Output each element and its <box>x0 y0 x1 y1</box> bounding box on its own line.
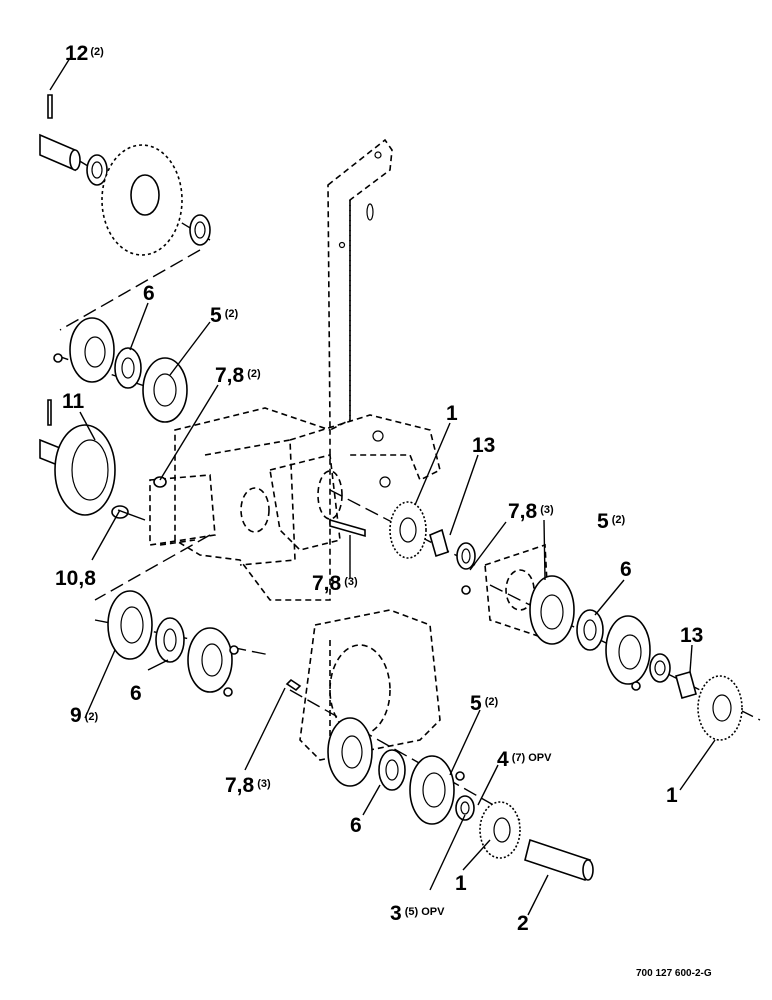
label-1-bottom: 1 <box>455 872 467 895</box>
label-6-left: 6 <box>130 682 142 705</box>
label-5-right: 5(2) <box>597 510 625 533</box>
label-2: 2 <box>517 912 529 935</box>
lower-housing <box>299 609 441 761</box>
label-7-8-mid: 7,8(3) <box>312 572 358 595</box>
upper-bearing-stack <box>53 317 188 423</box>
lower-bearing-stack <box>285 678 594 882</box>
lower-left-bearing-stack <box>94 590 271 697</box>
center-bevel-gear <box>329 489 476 595</box>
label-6-bottom: 6 <box>350 814 362 837</box>
gearbox-housing <box>149 407 441 601</box>
right-bearing-stack <box>489 575 761 741</box>
left-gear-assembly <box>39 399 167 521</box>
label-13-upper: 13 <box>472 434 495 457</box>
label-13-lower: 13 <box>680 624 703 647</box>
label-7-8-right: 7,8(3) <box>508 500 554 523</box>
label-1-upper: 1 <box>446 402 458 425</box>
label-11: 11 <box>62 390 85 413</box>
label-7-8-top: 7,8(2) <box>215 364 261 387</box>
drawing-number: 700 127 600-2-G <box>636 968 712 979</box>
label-5-top: 5(2) <box>210 304 238 327</box>
top-sprocket-assembly <box>39 94 211 256</box>
label-9: 9(2) <box>70 704 98 727</box>
leader-lines <box>49 57 716 916</box>
upright-mounting-plate <box>327 138 393 432</box>
label-10-8: 10,8 <box>55 567 96 590</box>
label-12: 12(2) <box>65 42 104 65</box>
label-6-right: 6 <box>620 558 632 581</box>
part-labels: 12(2) 6 5(2) 7,8(2) 11 1 13 7,8(3) 5(2) … <box>55 42 703 935</box>
label-6-top: 6 <box>143 282 155 305</box>
label-5-lower: 5(2) <box>470 692 498 715</box>
label-4: 4(7) OPV <box>497 748 552 771</box>
label-7-8-bottom: 7,8(3) <box>225 774 271 797</box>
label-1-right: 1 <box>666 784 678 807</box>
label-3: 3(5) OPV <box>390 902 445 925</box>
